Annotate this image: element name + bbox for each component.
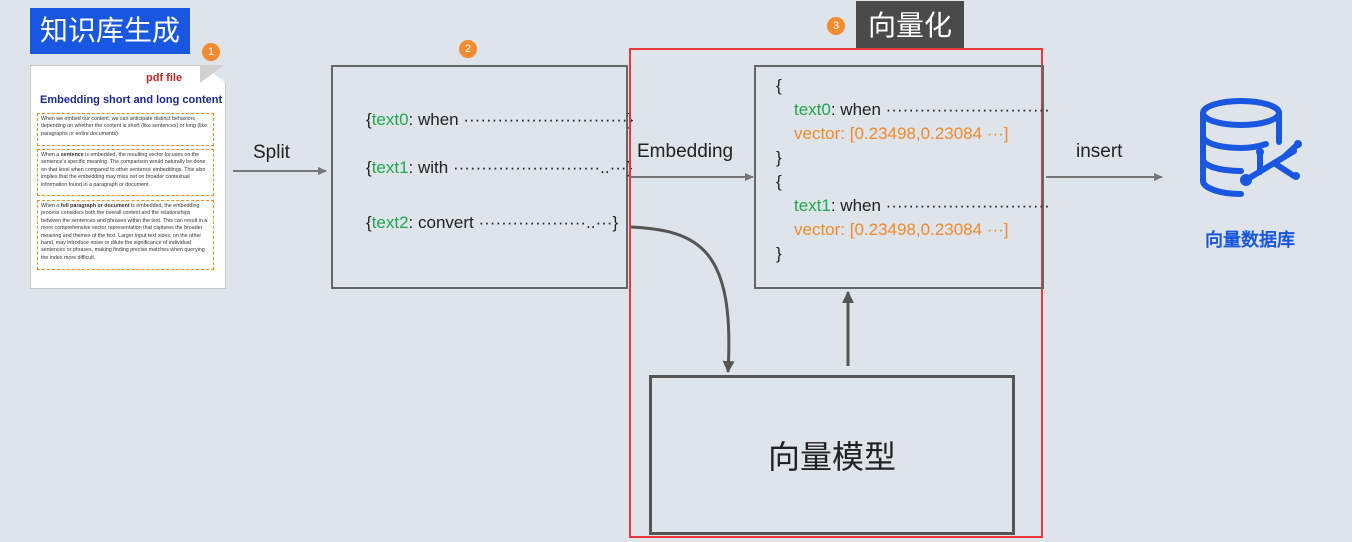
chunk-ellipsis: ·····························	[463, 110, 628, 129]
pdf-paragraph-1: When we embed our content, we can antici…	[37, 113, 214, 146]
pdf-file-label: pdf file	[146, 72, 182, 84]
vector-value-row-1: vector: [0.23498,0.23084 ···]	[794, 220, 1009, 239]
chunk-open-brace: {	[366, 110, 372, 129]
text-chunks-box	[331, 65, 628, 289]
pdf-title: Embedding short and long content	[40, 94, 223, 106]
pdf-para3-bold: full paragraph or document	[60, 203, 130, 209]
pdf-paragraph-2: When a sentence is embedded, the resulti…	[37, 149, 214, 196]
vector-ellipsis: ·····························	[885, 100, 1050, 119]
step-badge-1: 1	[202, 43, 220, 61]
embedding-label: Embedding	[637, 141, 734, 162]
chunk-text: : with	[408, 158, 453, 177]
pdf-label-rest: df file	[152, 72, 183, 84]
pdf-paragraph-3: When a full paragraph or document is emb…	[37, 200, 214, 270]
pdf-para3-prefix: When a	[41, 203, 61, 209]
vectorize-frame	[629, 48, 1043, 538]
chunk-row-1: {text1: with ··························.…	[366, 158, 632, 178]
pdf-document	[30, 65, 226, 289]
insert-label: insert	[1076, 141, 1123, 162]
chunk-key: text2	[371, 213, 409, 232]
chunk-row-0: {text0: when ···························…	[366, 110, 633, 130]
vector-value-row-0: vector: [0.23498,0.23084 ···]	[794, 124, 1009, 143]
vectorize-label: 向量化	[856, 1, 965, 49]
chunk-text: : convert	[408, 213, 479, 232]
vector-key: text1	[794, 196, 831, 215]
pdf-para2-bold: sentence	[60, 152, 84, 158]
vector-text: : when	[830, 196, 886, 215]
to-model-arrow	[629, 225, 735, 373]
vector-database-label: 向量数据库	[1205, 230, 1295, 251]
database-icon	[1200, 98, 1302, 197]
chunk-ellipsis: ···················..···	[478, 213, 613, 232]
vector-ellipsis: ·····························	[885, 196, 1050, 215]
chunk-close-brace: }	[612, 213, 619, 232]
vector-open-brace-0: {	[776, 76, 782, 95]
page-title: 知识库生成	[30, 8, 191, 54]
vectors-box	[754, 65, 1044, 289]
vector-open-brace-1: {	[776, 172, 782, 191]
vector-key: text0	[794, 100, 831, 119]
vector-close-brace-0: }	[776, 148, 782, 167]
step-badge-2: 2	[459, 40, 477, 58]
pdf-para2-prefix: When a	[41, 152, 61, 158]
chunk-key: text0	[371, 110, 409, 129]
chunk-row-2: {text2: convert ···················..···…	[366, 213, 618, 233]
chunk-open-brace: {	[366, 158, 372, 177]
pdf-para3-rest: is embedded, the embedding process consi…	[41, 203, 208, 261]
step-badge-3: 3	[827, 17, 845, 35]
pdf-para2-rest: is embedded, the resulting vector focuse…	[41, 152, 206, 188]
chunk-text: : when	[408, 110, 464, 129]
embedding-model-box: 向量模型	[649, 375, 1015, 535]
vector-text-row-1: text1: when ····························…	[794, 196, 1050, 216]
split-label: Split	[253, 142, 290, 163]
vector-close-brace-1: }	[776, 244, 782, 263]
vector-text-row-0: text0: when ····························…	[794, 100, 1050, 120]
pdf-label-p: p	[146, 72, 153, 84]
chunk-key: text1	[371, 158, 409, 177]
pdf-corner-fold	[200, 65, 224, 83]
chunk-open-brace: {	[366, 213, 372, 232]
embedding-model-label: 向量模型	[767, 438, 896, 476]
chunk-ellipsis: ··························..···	[452, 158, 627, 177]
vector-text: : when	[830, 100, 886, 119]
